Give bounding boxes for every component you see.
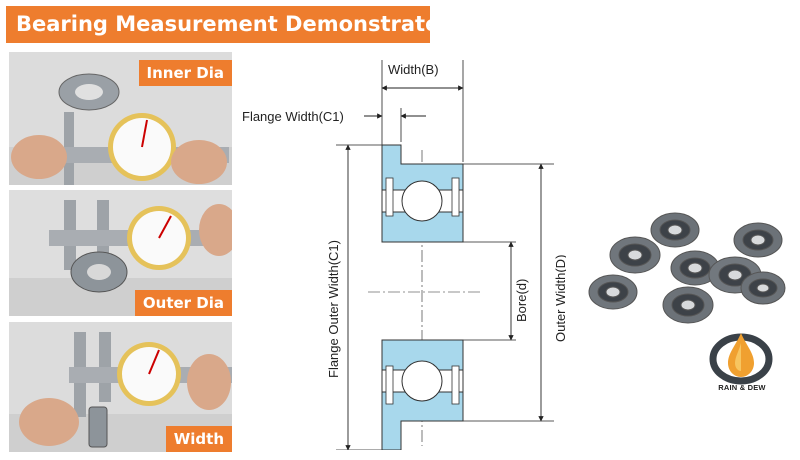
- width-label: Width: [165, 426, 232, 452]
- inner-dia-photo: Inner Dia: [9, 52, 232, 185]
- rain-and-dew-logo: [709, 333, 773, 385]
- outer-dia-photo: Outer Dia: [9, 190, 232, 316]
- bearing-cross-section-bottom: [381, 339, 464, 450]
- brand-name: RAIN & DEW: [718, 383, 766, 392]
- bearing-cross-section-top: [381, 144, 464, 243]
- width-photo: Width: [9, 322, 232, 452]
- flange-width-dimension-label: Flange Width(C1): [242, 109, 344, 124]
- width-dimension-label: Width(B): [388, 62, 439, 77]
- bearing-cluster-photo: [588, 212, 786, 324]
- outer-width-dimension-label: Outer Width(D): [553, 255, 566, 342]
- inner-dia-label: Inner Dia: [138, 60, 232, 86]
- outer-dia-label: Outer Dia: [134, 290, 232, 316]
- flange-outer-width-dimension-label: Flange Outer Width(C1): [326, 240, 341, 378]
- bearing-diagram: Width(B) Flange Width(C1) Flange Outer W…: [242, 60, 566, 450]
- page-title: Bearing Measurement Demonstrate: [6, 6, 439, 43]
- bore-dimension-label: Bore(d): [514, 279, 529, 322]
